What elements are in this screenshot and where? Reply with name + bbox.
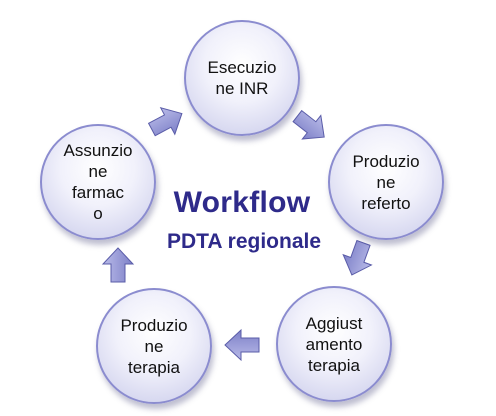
node-label: Assunzio ne farmac o xyxy=(53,140,143,224)
block-arrow-icon xyxy=(224,328,260,362)
node-text-esecuzione-inr: Esecuzio ne INR xyxy=(207,58,277,98)
arrow-produzione-terapia-to-assunzione xyxy=(101,247,135,283)
node-label: Produzio ne referto xyxy=(341,151,431,214)
node-text-produzione-terapia: Produzio ne terapia xyxy=(120,315,188,377)
arrow-esecuzione-to-referto xyxy=(292,109,325,140)
node-aggiustamento-terapia: Aggiust amento terapia xyxy=(276,286,392,402)
arrow-aggiustamento-to-produzione-terapia xyxy=(224,328,260,362)
node-label: Produzio ne terapia xyxy=(109,315,199,378)
node-label: Aggiust amento terapia xyxy=(289,313,379,376)
block-arrow-icon xyxy=(101,247,135,283)
node-produzione-terapia: Produzio ne terapia xyxy=(96,288,212,404)
diagram-subtitle: PDTA regionale xyxy=(166,230,322,253)
node-text-assunzione-farmaco: Assunzio ne farmac o xyxy=(63,141,133,223)
block-arrow-icon xyxy=(147,107,183,137)
node-esecuzione-inr: Esecuzio ne INR xyxy=(184,20,300,136)
node-label: Esecuzio ne INR xyxy=(197,57,287,99)
diagram-title: Workflow xyxy=(173,186,311,219)
node-assunzione-farmaco: Assunzio ne farmac o xyxy=(40,124,156,240)
arrow-assunzione-to-esecuzione xyxy=(147,107,183,137)
block-arrow-icon xyxy=(342,239,373,276)
node-text-produzione-referto: Produzio ne referto xyxy=(352,151,420,213)
block-arrow-icon xyxy=(292,109,325,140)
node-text-aggiustamento-terapia: Aggiust amento terapia xyxy=(305,313,363,375)
node-produzione-referto: Produzio ne referto xyxy=(328,124,444,240)
arrow-referto-to-aggiustamento xyxy=(342,239,373,276)
